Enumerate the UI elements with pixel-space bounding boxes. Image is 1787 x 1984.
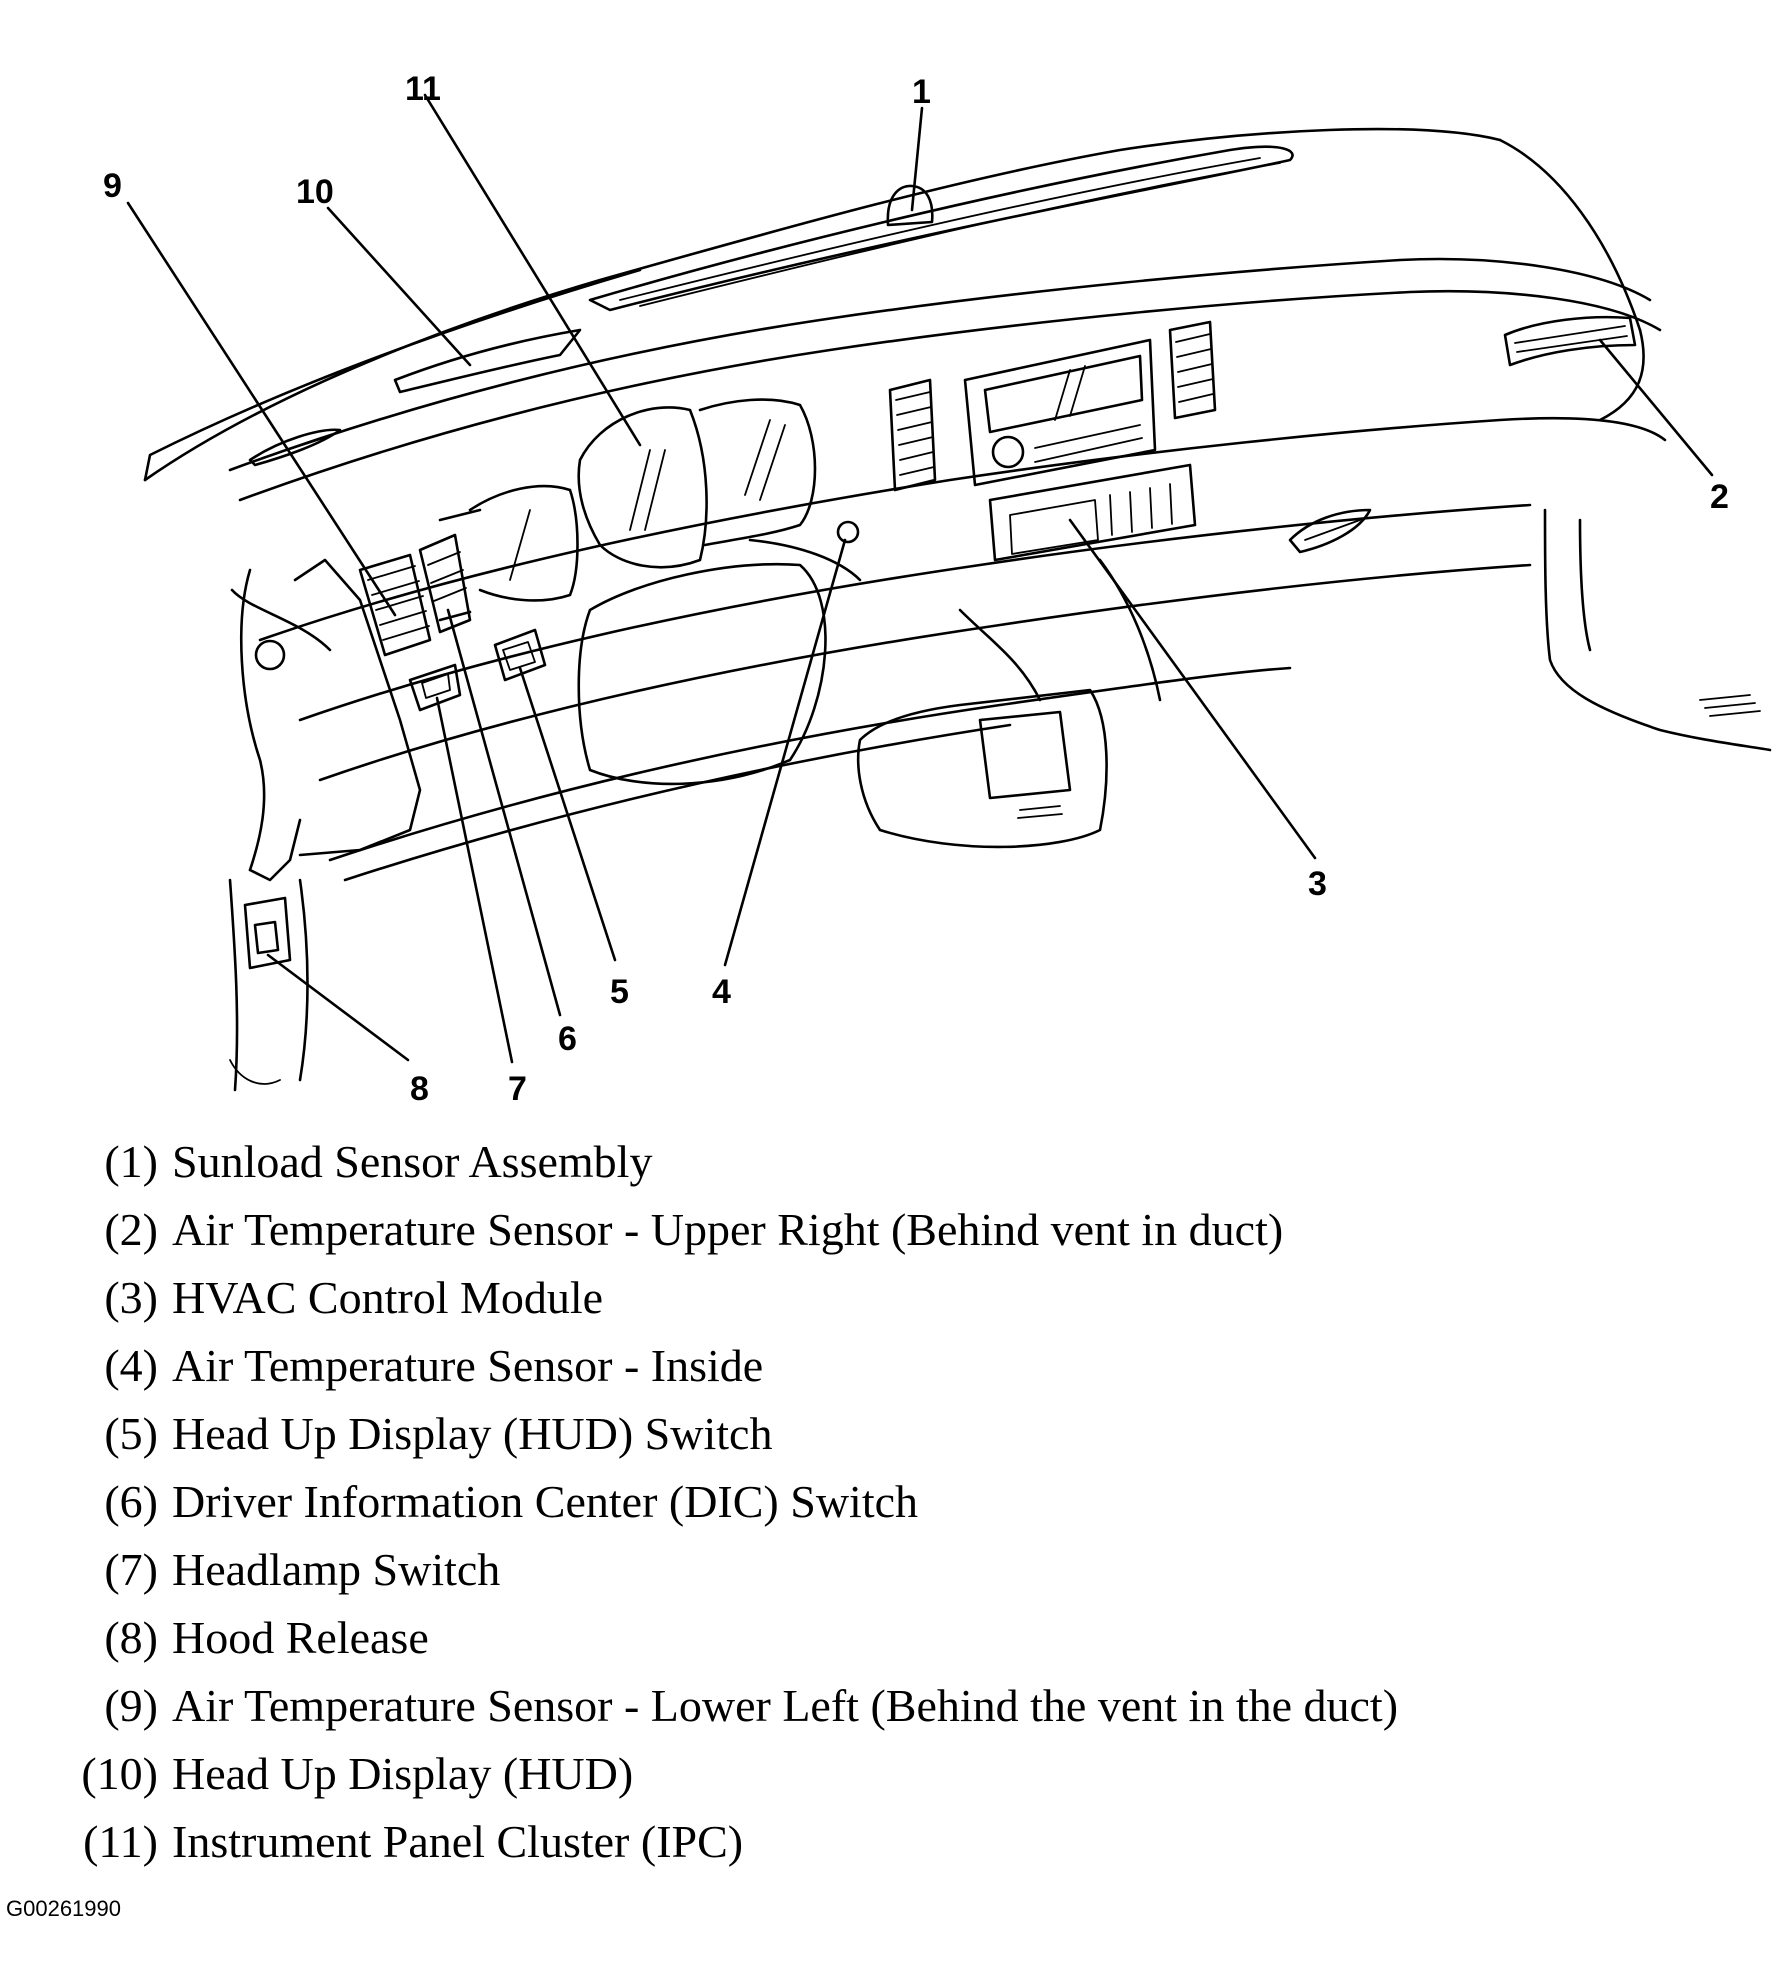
dashboard-outline: [143, 127, 1772, 1092]
leader-10: [326, 206, 472, 367]
leader-6: [446, 608, 562, 1017]
legend-number: (2): [104, 1204, 158, 1255]
sunload-sensor-dome: [886, 184, 934, 227]
callout-4: 4: [712, 973, 731, 1011]
legend-number: (1): [104, 1136, 158, 1187]
legend-text: Air Temperature Sensor - Inside: [172, 1340, 764, 1391]
legend-item-5: (5) Head Up Display (HUD) Switch: [62, 1407, 772, 1460]
legend-item-10: (10) Head Up Display (HUD): [62, 1747, 633, 1800]
legend-item-6: (6) Driver Information Center (DIC) Switc…: [62, 1475, 918, 1528]
legend-item-11: (11) Instrument Panel Cluster (IPC): [62, 1815, 743, 1868]
legend-number: (6): [104, 1476, 158, 1527]
leader-lines: [126, 93, 1714, 1064]
legend-item-3: (3) HVAC Control Module: [62, 1271, 603, 1324]
legend-number: (3): [104, 1272, 158, 1323]
legend-text: Hood Release: [172, 1612, 429, 1663]
legend-item-9: (9) Air Temperature Sensor - Lower Left (…: [62, 1679, 1398, 1732]
leader-3: [1068, 518, 1317, 860]
leader-9: [126, 201, 397, 617]
legend-text: Head Up Display (HUD) Switch: [172, 1408, 773, 1459]
leader-11: [423, 93, 642, 447]
callout-7: 7: [508, 1070, 527, 1108]
callout-9: 9: [103, 167, 122, 205]
legend-number: (4): [104, 1340, 158, 1391]
callout-6: 6: [558, 1020, 577, 1058]
leader-2: [1598, 338, 1714, 477]
callout-5: 5: [610, 973, 629, 1011]
legend-text: Sunload Sensor Assembly: [172, 1136, 653, 1187]
legend-text: Air Temperature Sensor - Upper Right (Be…: [172, 1204, 1284, 1255]
legend-number: (8): [104, 1612, 158, 1663]
legend-item-2: (2) Air Temperature Sensor - Upper Right …: [62, 1203, 1283, 1256]
callout-11: 11: [405, 70, 441, 108]
callout-3: 3: [1308, 865, 1327, 903]
legend-number: (10): [81, 1748, 158, 1799]
legend-item-1: (1) Sunload Sensor Assembly: [62, 1135, 652, 1188]
leader-1: [910, 106, 924, 212]
legend-number: (11): [83, 1816, 158, 1867]
leader-7: [435, 696, 514, 1064]
callout-2: 2: [1710, 478, 1729, 516]
legend-text: Head Up Display (HUD): [172, 1748, 634, 1799]
leader-4: [723, 538, 847, 967]
legend-item-8: (8) Hood Release: [62, 1611, 429, 1664]
legend-item-7: (7) Headlamp Switch: [62, 1543, 500, 1596]
figure-id: G00261990: [6, 1896, 121, 1921]
legend-text: Headlamp Switch: [172, 1544, 501, 1595]
legend-text: Instrument Panel Cluster (IPC): [172, 1816, 744, 1867]
legend-number: (5): [104, 1408, 158, 1459]
leader-5: [518, 666, 617, 962]
legend-text: HVAC Control Module: [172, 1272, 604, 1323]
leader-8: [266, 953, 410, 1062]
callout-8: 8: [410, 1070, 429, 1108]
legend-text: Air Temperature Sensor - Lower Left (Beh…: [172, 1680, 1399, 1731]
legend-number: (9): [104, 1680, 158, 1731]
legend-number: (7): [104, 1544, 158, 1595]
callout-10: 10: [296, 173, 334, 211]
callout-labels: 1 2 3 4 5 6 7 8 9 10 11: [103, 70, 1729, 1108]
legend-text: Driver Information Center (DIC) Switch: [172, 1476, 919, 1527]
legend-item-4: (4) Air Temperature Sensor - Inside: [62, 1339, 763, 1392]
callout-1: 1: [912, 73, 931, 111]
